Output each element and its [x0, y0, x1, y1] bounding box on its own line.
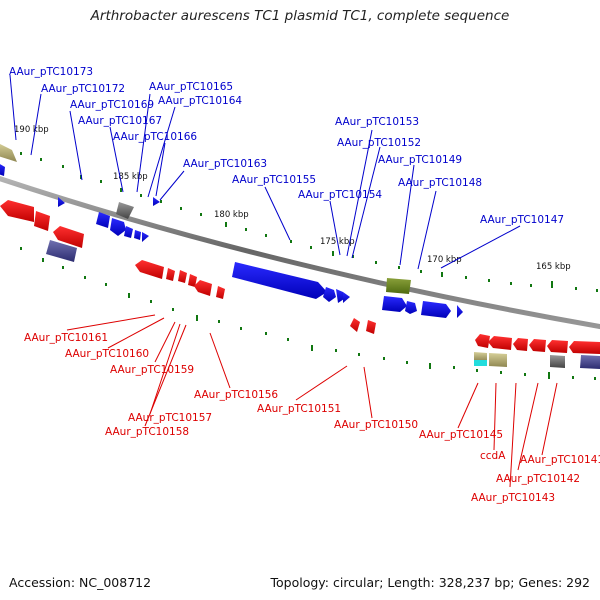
forward-gene-labels: AAur_pTC10173 AAur_pTC10172 AAur_pTC1016… — [9, 66, 564, 226]
tick-label-165: 165 kbp — [536, 262, 571, 272]
reverse-leader-lines — [66, 314, 558, 488]
gene-navy — [580, 355, 600, 369]
gene-olive-AAur-pTC10148 — [386, 278, 411, 294]
gene-label: AAur_pTC10165 — [149, 81, 233, 93]
gene-label: AAur_pTC10164 — [158, 95, 242, 107]
gene-reverse-arrow — [569, 341, 600, 354]
gene-label: AAur_pTC10158 — [105, 426, 189, 438]
gene-label: AAur_pTC10150 — [334, 419, 418, 431]
outer-tick-ring — [20, 152, 598, 292]
gene-label: AAur_pTC10157 — [128, 412, 212, 424]
tick-label-190: 190 kbp — [14, 125, 49, 135]
accession-text: Accession: NC_008712 — [9, 575, 152, 590]
reverse-gene-labels: AAur_pTC10161 AAur_pTC10160 AAur_pTC1015… — [24, 332, 600, 504]
gene-reverse-arrow — [475, 334, 490, 348]
gene-label: AAur_pTC10173 — [9, 66, 93, 78]
gene-label: AAur_pTC10154 — [298, 189, 382, 201]
gene-label: AAur_pTC10148 — [398, 177, 482, 189]
gene-label: AAur_pTC10160 — [65, 348, 149, 360]
topology-text: Topology: circular; Length: 328,237 bp; … — [270, 575, 591, 590]
gene-label: AAur_pTC10145 — [419, 429, 503, 441]
gene-label: AAur_pTC10143 — [471, 492, 555, 504]
gene-khaki-ccdA — [474, 352, 487, 361]
gene-reverse-arrow — [135, 260, 164, 279]
gene-reverse-arrow — [366, 320, 376, 334]
gene-label: AAur_pTC10163 — [183, 158, 267, 170]
gene-label: AAur_pTC10166 — [113, 131, 197, 143]
gene-reverse-arrow — [488, 336, 512, 350]
gene-forward-arrow — [124, 226, 133, 238]
gene-forward-arrow — [110, 218, 126, 236]
gene-navy — [46, 240, 77, 262]
gene-label: AAur_pTC10172 — [41, 83, 125, 95]
gene-forward-arrow — [134, 230, 141, 240]
map-title: Arthrobacter aurescens TC1 plasmid TC1, … — [90, 8, 510, 24]
gene-forward-arrow — [382, 296, 407, 312]
gene-label: AAur_pTC10142 — [496, 473, 580, 485]
gene-label: AAur_pTC10147 — [480, 214, 564, 226]
gene-reverse-arrow — [529, 339, 546, 352]
gene-khaki-190 — [0, 144, 17, 162]
gene-forward-arrow — [457, 305, 463, 318]
gene-label: AAur_pTC10153 — [335, 116, 419, 128]
gene-reverse-arrow — [194, 280, 212, 296]
gene-forward-arrow — [58, 197, 65, 207]
gene-label: AAur_pTC10156 — [194, 389, 278, 401]
gene-reverse-arrow — [178, 270, 187, 283]
inner-tick-ring — [20, 247, 596, 380]
gene-reverse-arrow — [34, 211, 50, 231]
gene-forward-arrow — [153, 197, 160, 206]
tick-label-170: 170 kbp — [427, 255, 462, 265]
gene-khaki — [489, 353, 507, 367]
gene-forward-arrow — [0, 164, 5, 176]
gene-reverse-arrow — [0, 200, 34, 222]
gene-forward-arrow — [323, 287, 336, 302]
gene-label: AAur_pTC10149 — [378, 154, 462, 166]
kbp-tick-labels: 190 kbp 185 kbp 180 kbp 175 kbp 170 kbp … — [14, 125, 571, 272]
gene-reverse-arrow — [547, 340, 568, 353]
gene-reverse-arrow — [166, 268, 175, 281]
genome-backbone — [0, 176, 600, 330]
gene-forward-arrow — [336, 289, 344, 303]
gene-label: AAur_pTC10151 — [257, 403, 341, 415]
gene-label: AAur_pTC10152 — [337, 137, 421, 149]
gene-forward-arrow — [343, 292, 350, 303]
gene-cyan — [474, 360, 487, 366]
gene-label: AAur_pTC10169 — [70, 99, 154, 111]
gene-reverse-arrow — [513, 338, 528, 351]
tick-label-180: 180 kbp — [214, 210, 249, 220]
gene-label: ccdA — [480, 450, 506, 462]
gene-forward-arrow — [421, 301, 451, 318]
gene-gray-185 — [116, 202, 134, 219]
gene-reverse-arrow — [350, 318, 360, 332]
tick-label-185: 185 kbp — [113, 172, 148, 182]
gene-reverse-arrow — [53, 226, 84, 248]
gene-gray — [550, 355, 565, 368]
gene-label: AAur_pTC10155 — [232, 174, 316, 186]
forward-features — [0, 144, 463, 318]
gene-reverse-arrow — [188, 274, 197, 287]
gene-reverse-arrow — [216, 286, 225, 299]
gene-forward-arrow — [96, 212, 110, 228]
gene-forward-arrow — [405, 301, 417, 314]
gene-label: AAur_pTC10159 — [110, 364, 194, 376]
forward-leader-lines — [9, 74, 521, 270]
gene-forward-arrow — [142, 232, 149, 242]
gene-label: AAur_pTC10161 — [24, 332, 108, 344]
reverse-features — [0, 200, 600, 369]
gene-AAur-pTC10155 — [232, 262, 327, 299]
gene-label: AAur_pTC10167 — [78, 115, 162, 127]
gene-label: AAur_pTC10141 — [520, 454, 600, 466]
